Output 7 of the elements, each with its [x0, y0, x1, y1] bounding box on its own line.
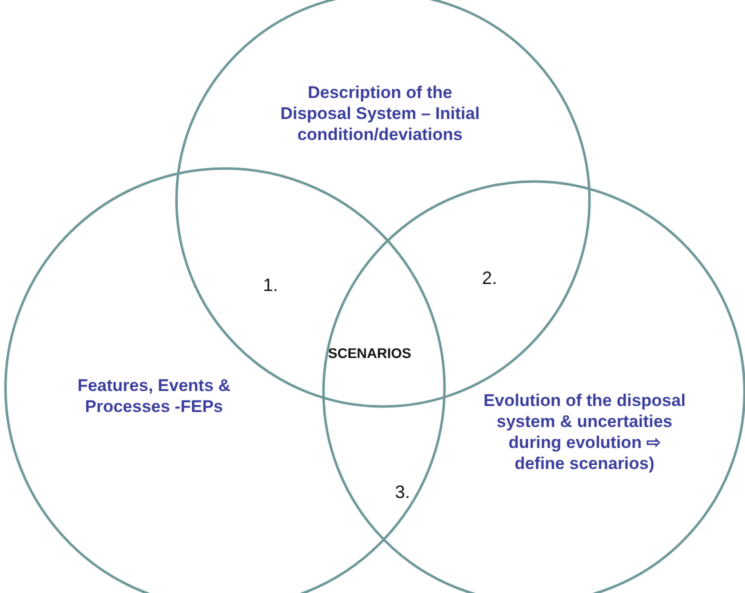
- region-number: 1.: [263, 275, 278, 296]
- region-number: 3.: [395, 482, 410, 503]
- circle-label: Features, Events & Processes -FEPs: [76, 375, 232, 417]
- region-number: 2.: [482, 268, 498, 289]
- circle-label: Description of the Disposal System – Initial condition/deviations: [280, 82, 480, 145]
- circle-label: Evolution of the disposal system & uncertaities during evolution ⇨ define scenarios): [482, 390, 687, 474]
- center-label: SCENARIOS: [328, 345, 412, 361]
